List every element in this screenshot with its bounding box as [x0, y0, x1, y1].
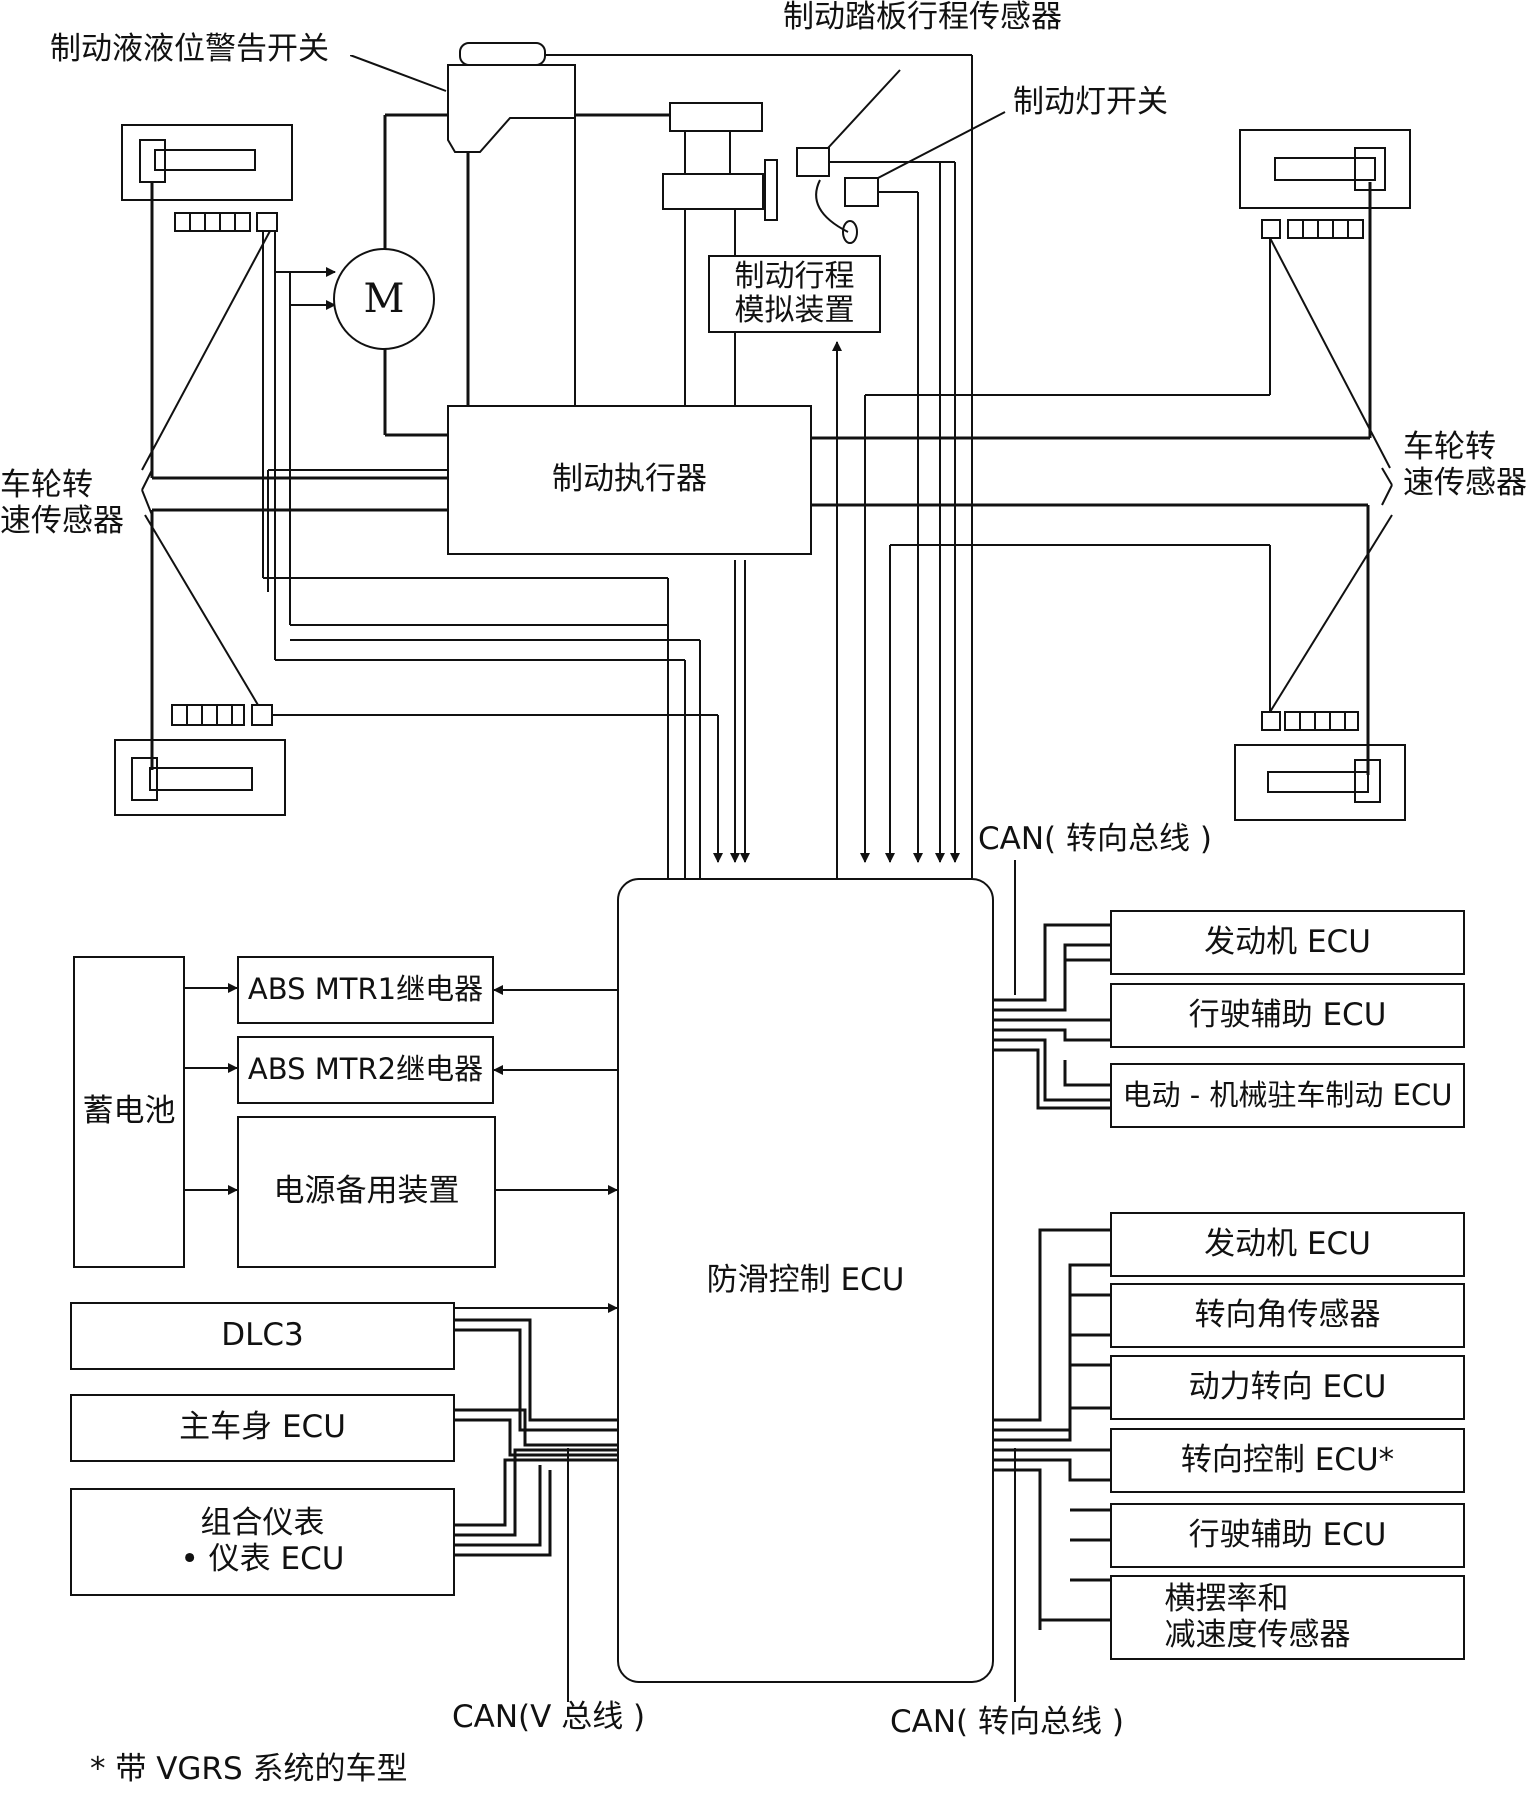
- motor: M: [333, 248, 435, 350]
- can-steering-bus-top-label: CAN( 转向总线 ): [978, 821, 1212, 857]
- wheel-speed-right-line1: 车轮转: [1403, 429, 1496, 465]
- wheel-speed-sensor-right-label: 车轮转 速传感器: [1403, 429, 1527, 501]
- yaw-rate-sensor: 横摆率和 减速度传感器: [1110, 1575, 1465, 1660]
- wheel-speed-left-line1: 车轮转: [0, 467, 93, 503]
- pedal-cylinder: [669, 102, 763, 132]
- stop-light-switch-label: 制动灯开关: [1013, 84, 1168, 120]
- wheel-speed-left-line2: 速传感器: [0, 502, 124, 539]
- battery: 蓄电池: [73, 956, 185, 1268]
- battery-label: 蓄电池: [82, 1093, 176, 1130]
- wheel-fl: [121, 124, 293, 201]
- dlc3-label: DLC3: [221, 1317, 304, 1354]
- skid-control-ecu-label: 防滑控制 ECU: [706, 1261, 905, 1298]
- skid-control-ecu: 防滑控制 ECU: [617, 878, 994, 1683]
- footnote: * 带 VGRS 系统的车型: [90, 1751, 408, 1787]
- engine-ecu-top-label: 发动机 ECU: [1204, 923, 1371, 960]
- stop-light-switch-box: [844, 177, 879, 207]
- driving-support-ecu-bottom-label: 行驶辅助 ECU: [1188, 1516, 1387, 1553]
- stroke-simulator-label-2: 模拟装置: [734, 293, 855, 328]
- steering-control-ecu-label: 转向控制 ECU*: [1180, 1441, 1395, 1478]
- driving-support-ecu-bottom: 行驶辅助 ECU: [1110, 1503, 1465, 1568]
- stroke-simulator-label-1: 制动行程: [734, 258, 855, 294]
- parking-brake-ecu-label: 电动 - 机械驻车制动 ECU: [1122, 1077, 1453, 1112]
- engine-ecu-top: 发动机 ECU: [1110, 910, 1465, 975]
- wheel-speed-right-line2: 速传感器: [1403, 464, 1527, 501]
- engine-ecu-bottom-label: 发动机 ECU: [1204, 1225, 1371, 1262]
- reservoir-cap: [459, 42, 546, 66]
- parking-brake-ecu: 电动 - 机械驻车制动 ECU: [1110, 1063, 1465, 1128]
- steering-control-ecu: 转向控制 ECU*: [1110, 1428, 1465, 1493]
- yaw-rate-sensor-line1: 横摆率和: [1164, 1580, 1289, 1617]
- can-steering-bus-bottom-label: CAN( 转向总线 ): [890, 1704, 1124, 1740]
- stroke-simulator: 制动行程 模拟装置: [708, 255, 881, 333]
- wheel-rl: [114, 739, 286, 816]
- main-body-ecu: 主车身 ECU: [70, 1394, 455, 1462]
- yaw-rate-sensor-line2: 减速度传感器: [1164, 1616, 1351, 1653]
- wheel-fr: [1239, 129, 1411, 209]
- brake-actuator-label: 制动执行器: [552, 461, 707, 498]
- abs-mtr2-label: ABS MTR2继电器: [247, 1052, 484, 1087]
- abs-mtr1-relay: ABS MTR1继电器: [237, 956, 494, 1024]
- can-v-bus-label: CAN(V 总线 ): [452, 1699, 646, 1735]
- master-cylinder: [447, 64, 576, 153]
- abs-mtr2-relay: ABS MTR2继电器: [237, 1036, 494, 1104]
- brake-actuator: 制动执行器: [447, 405, 812, 555]
- abs-mtr1-label: ABS MTR1继电器: [247, 972, 484, 1007]
- wheel-speed-sensor-left-label: 车轮转 速传感器: [0, 467, 124, 539]
- engine-ecu-bottom: 发动机 ECU: [1110, 1212, 1465, 1277]
- driving-support-ecu-top: 行驶辅助 ECU: [1110, 983, 1465, 1048]
- steering-angle-sensor-label: 转向角传感器: [1194, 1296, 1381, 1333]
- power-backup-label: 电源备用装置: [273, 1173, 460, 1210]
- combination-meter-line1: 组合仪表: [200, 1505, 325, 1542]
- fluid-level-leader: [350, 55, 447, 92]
- pedal-stroke-sensor-label: 制动踏板行程传感器: [783, 0, 1062, 35]
- fluid-level-switch-label: 制动液液位警告开关: [50, 31, 329, 67]
- power-steering-ecu: 动力转向 ECU: [1110, 1355, 1465, 1420]
- driving-support-ecu-top-label: 行驶辅助 ECU: [1188, 996, 1387, 1033]
- dlc3: DLC3: [70, 1302, 455, 1370]
- power-backup-unit: 电源备用装置: [237, 1116, 496, 1268]
- combination-meter-line2: • 仪表 ECU: [180, 1541, 345, 1577]
- motor-label: M: [363, 276, 405, 322]
- wheel-rr: [1234, 744, 1406, 821]
- pedal-stroke-sensor-box: [796, 147, 830, 177]
- power-steering-ecu-label: 动力转向 ECU: [1188, 1368, 1387, 1405]
- main-body-ecu-label: 主车身 ECU: [179, 1409, 346, 1446]
- steering-angle-sensor: 转向角传感器: [1110, 1283, 1465, 1348]
- combination-meter: 组合仪表 • 仪表 ECU: [70, 1488, 455, 1596]
